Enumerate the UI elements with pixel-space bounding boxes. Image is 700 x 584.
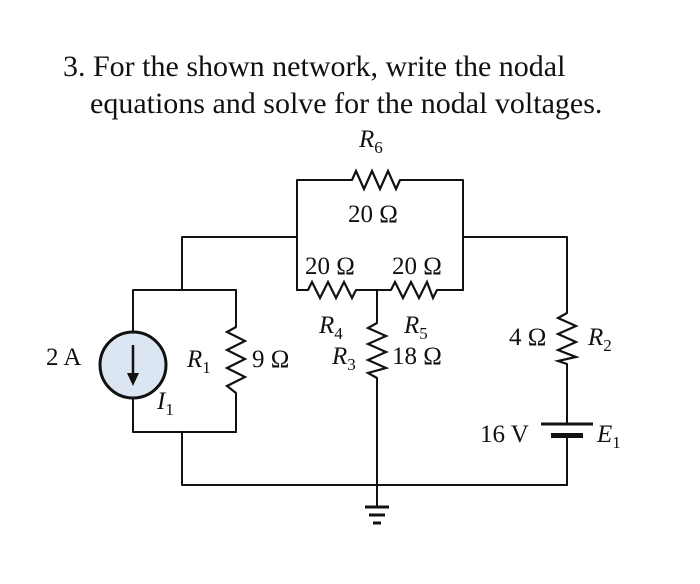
current-direction-arrow-head [127, 373, 139, 386]
wire-r6-right [399, 179, 568, 314]
wire-r6-left [296, 179, 353, 291]
label-r5-value: 20 Ω [392, 253, 442, 280]
wire-bottom-ground-bus [181, 431, 568, 486]
problem-line-2: equations and solve for the nodal voltag… [90, 87, 603, 120]
problem-statement: 3. For the shown network, write the noda… [63, 48, 683, 122]
label-source-value: 2 A [46, 344, 81, 371]
label-r2-name: R2 [587, 324, 612, 355]
resistor-r6 [350, 168, 402, 192]
problem-line-1: For the shown network, write the nodal [93, 50, 566, 83]
wire-i1-top [132, 289, 237, 333]
ground-icon [365, 505, 389, 525]
battery-e1 [541, 422, 593, 438]
resistor-r1 [224, 326, 248, 394]
wire-left-top [181, 236, 298, 291]
label-r6-name: R6 [358, 126, 383, 157]
resistor-r3 [365, 322, 390, 379]
wire-i1-bottom [132, 398, 237, 433]
label-e1-value: 16 V [480, 421, 529, 448]
battery-short-plate [551, 433, 583, 438]
label-r6-value: 20 Ω [348, 201, 398, 228]
wires [132, 179, 568, 507]
resistor-r2 [553, 312, 580, 366]
label-r4-value: 20 Ω [305, 253, 355, 280]
label-r4-name: R4 [318, 312, 343, 343]
label-e1-name: E1 [596, 421, 621, 452]
label-r1-value: 9 Ω [252, 346, 289, 373]
label-r3-name: R3 [331, 343, 356, 374]
label-r1-name: R1 [186, 346, 211, 377]
problem-number: 3. [63, 50, 86, 83]
label-source-name: I1 [156, 388, 174, 419]
label-r5-name: R5 [403, 312, 428, 343]
resistor-r5 [390, 279, 438, 301]
label-r2-value: 4 Ω [509, 324, 546, 351]
label-r3-value: 18 Ω [392, 343, 442, 370]
current-source-i1 [98, 330, 168, 400]
resistor-r4 [307, 279, 357, 301]
